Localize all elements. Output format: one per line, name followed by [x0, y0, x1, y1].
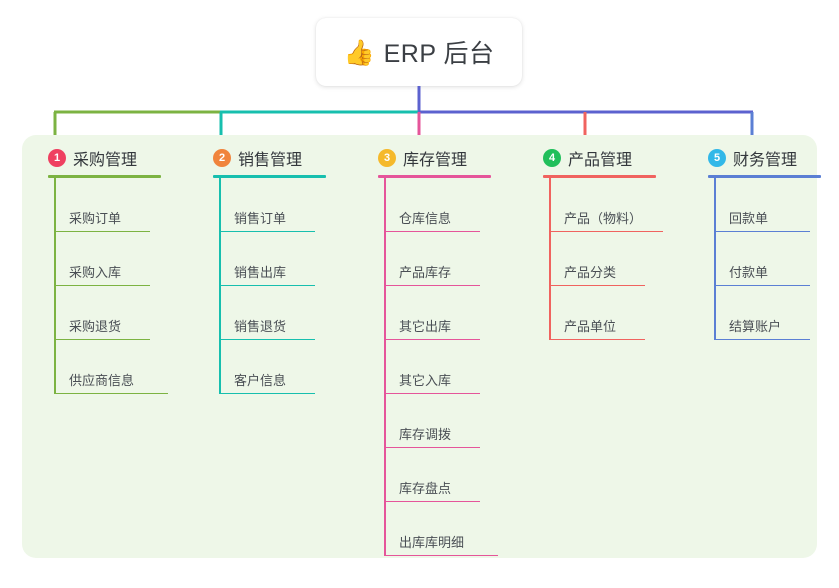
- branch-column: 5 财务管理回款单付款单结算账户: [682, 135, 839, 558]
- branch-leaf-list: 采购订单采购入库采购退货供应商信息: [54, 178, 187, 394]
- leaf-item[interactable]: 回款单: [716, 178, 810, 232]
- branch-leaf-list: 产品（物料） 产品分类产品单位: [549, 178, 682, 340]
- leaf-item-label: 采购入库: [69, 265, 122, 280]
- leaf-item[interactable]: 产品单位: [551, 286, 645, 340]
- leaf-item-label: 销售退货: [234, 319, 287, 334]
- branch-column: 4 产品管理产品（物料） 产品分类产品单位: [517, 135, 682, 558]
- leaf-item-label: 销售出库: [234, 265, 287, 280]
- leaf-item-label: 销售订单: [234, 211, 287, 226]
- leaf-item-label: 产品单位: [564, 319, 617, 334]
- branch-underline: [48, 175, 161, 178]
- branch-header[interactable]: 1 采购管理: [48, 135, 187, 173]
- root-node[interactable]: 👍 ERP 后台: [316, 18, 522, 86]
- leaf-item[interactable]: 付款单: [716, 232, 810, 286]
- leaf-item-label: 供应商信息: [69, 373, 135, 388]
- leaf-item[interactable]: 销售订单: [221, 178, 315, 232]
- leaf-item[interactable]: 结算账户: [716, 286, 810, 340]
- leaf-item-label: 产品库存: [399, 265, 452, 280]
- branch-header[interactable]: 3 库存管理: [378, 135, 517, 173]
- leaf-item[interactable]: 其它出库: [386, 286, 480, 340]
- leaf-item-label: 库存盘点: [399, 481, 452, 496]
- leaf-item[interactable]: 供应商信息: [56, 340, 168, 394]
- leaf-item-label: 仓库信息: [399, 211, 452, 226]
- branch-underline: [378, 175, 491, 178]
- leaf-item[interactable]: 采购退货: [56, 286, 150, 340]
- branch-underline: [708, 175, 821, 178]
- leaf-item[interactable]: 产品库存: [386, 232, 480, 286]
- branch-columns: 1 采购管理采购订单采购入库采购退货供应商信息 2 销售管理销售订单销售出库销售退货客…: [22, 135, 821, 558]
- leaf-item[interactable]: 产品（物料）: [551, 178, 663, 232]
- leaf-item-label: 其它出库: [399, 319, 452, 334]
- leaf-item-label: 产品分类: [564, 265, 617, 280]
- branch-underline: [213, 175, 326, 178]
- leaf-item-label: 结算账户: [729, 319, 782, 334]
- branch-number-badge: 1: [48, 148, 66, 167]
- branch-column: 2 销售管理销售订单销售出库销售退货客户信息: [187, 135, 352, 558]
- thumbs-up-icon: 👍: [343, 37, 375, 67]
- root-title: ERP 后台: [383, 40, 495, 68]
- leaf-item-label: 付款单: [729, 265, 769, 280]
- branch-title: 产品管理: [568, 151, 633, 169]
- leaf-item-label: 回款单: [729, 211, 769, 226]
- leaf-item[interactable]: 库存盘点: [386, 448, 480, 502]
- branch-underline: [543, 175, 656, 178]
- branch-title: 销售管理: [238, 151, 303, 169]
- leaf-item-label: 产品（物料）: [564, 211, 643, 226]
- branch-leaf-list: 销售订单销售出库销售退货客户信息: [219, 178, 352, 394]
- leaf-item[interactable]: 销售退货: [221, 286, 315, 340]
- leaf-item-label: 采购退货: [69, 319, 122, 334]
- branch-title: 采购管理: [73, 151, 138, 169]
- branch-number-badge: 5: [708, 148, 726, 167]
- leaf-item[interactable]: 仓库信息: [386, 178, 480, 232]
- branch-column: 1 采购管理采购订单采购入库采购退货供应商信息: [22, 135, 187, 558]
- branch-number-badge: 4: [543, 148, 561, 167]
- leaf-item[interactable]: 产品分类: [551, 232, 645, 286]
- leaf-item-label: 采购订单: [69, 211, 122, 226]
- branch-title: 库存管理: [403, 151, 468, 169]
- leaf-item[interactable]: 出库库明细: [386, 502, 498, 556]
- leaf-item-label: 库存调拨: [399, 427, 452, 442]
- branch-header[interactable]: 2 销售管理: [213, 135, 352, 173]
- branch-leaf-list: 仓库信息产品库存其它出库其它入库库存调拨库存盘点出库库明细: [384, 178, 517, 556]
- branch-number-badge: 2: [213, 148, 231, 167]
- leaf-item[interactable]: 采购入库: [56, 232, 150, 286]
- leaf-item-label: 客户信息: [234, 373, 287, 388]
- leaf-item[interactable]: 销售出库: [221, 232, 315, 286]
- leaf-item[interactable]: 采购订单: [56, 178, 150, 232]
- leaf-item-label: 出库库明细: [399, 535, 465, 550]
- branch-title: 财务管理: [733, 151, 798, 169]
- branch-panel: [22, 135, 817, 558]
- leaf-item[interactable]: 其它入库: [386, 340, 480, 394]
- branch-leaf-list: 回款单付款单结算账户: [714, 178, 839, 340]
- branch-header[interactable]: 5 财务管理: [708, 135, 839, 173]
- leaf-item[interactable]: 客户信息: [221, 340, 315, 394]
- branch-column: 3 库存管理仓库信息产品库存其它出库其它入库库存调拨库存盘点出库库明细: [352, 135, 517, 558]
- leaf-item-label: 其它入库: [399, 373, 452, 388]
- branch-number-badge: 3: [378, 148, 396, 167]
- leaf-item[interactable]: 库存调拨: [386, 394, 480, 448]
- branch-header[interactable]: 4 产品管理: [543, 135, 682, 173]
